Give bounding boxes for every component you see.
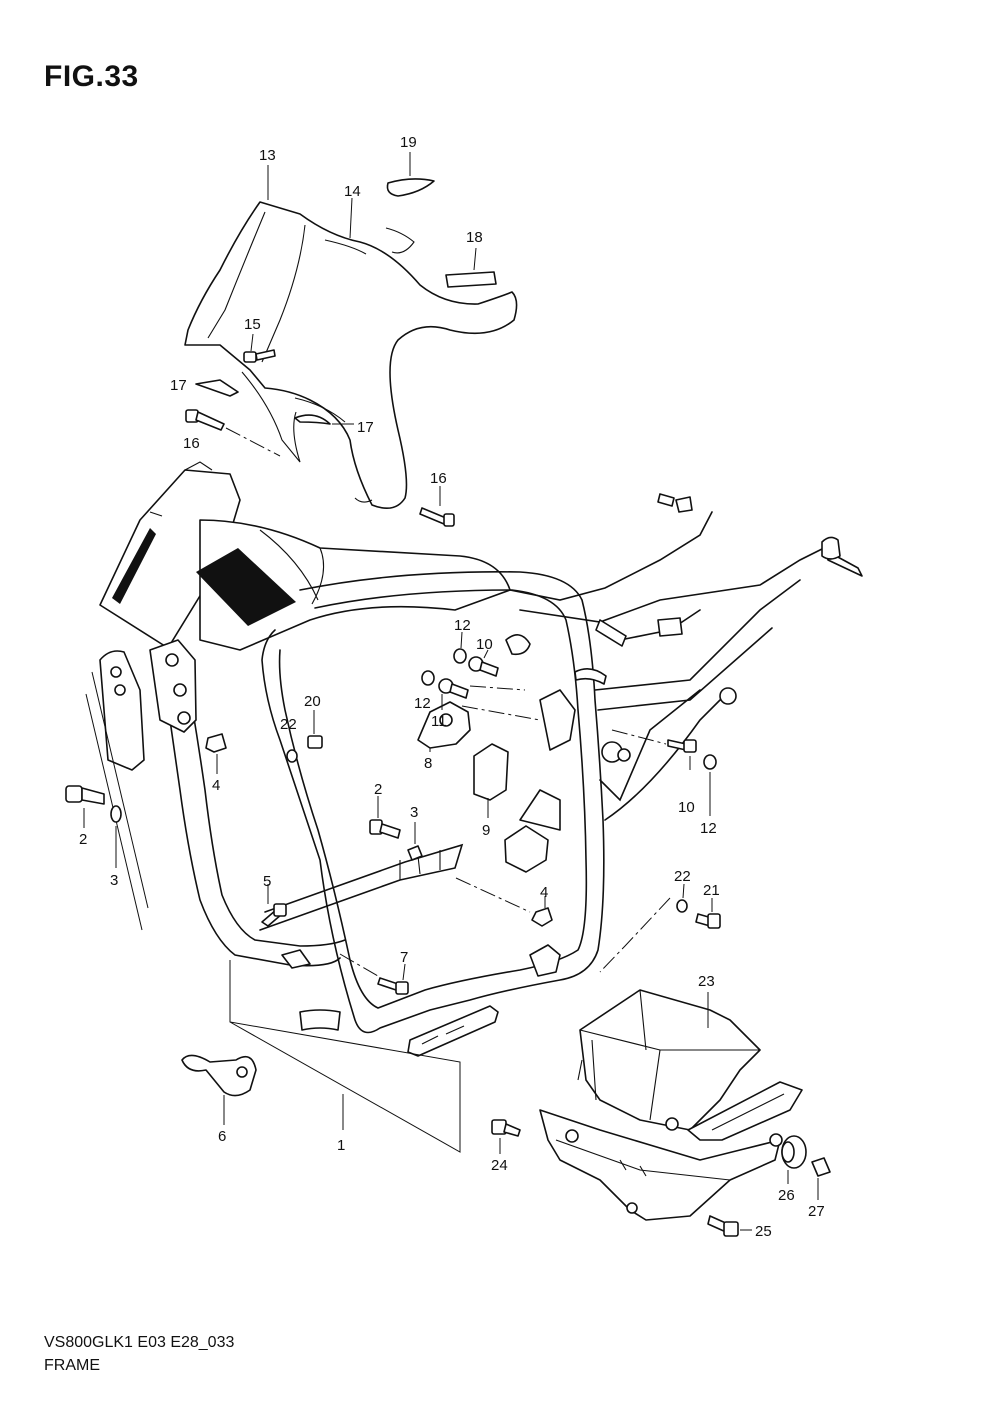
part-19-emblem [386,152,435,197]
callout-4b: 4 [540,884,548,901]
part-17-clip-b [294,414,354,425]
part-4-nut-center [455,877,553,927]
part-12-nut-c [703,754,717,816]
callout-23: 23 [698,973,715,990]
callout-3b: 3 [410,804,418,821]
callout-22a: 22 [280,716,297,733]
part-2-bolt-center [369,796,401,839]
part-17-clip-a [195,379,239,397]
callout-16a: 16 [183,435,200,452]
part-22-washer-a [286,749,298,763]
callout-11: 11 [431,713,447,730]
figure-title: FIG.33 [44,60,139,93]
callout-26: 26 [778,1187,795,1204]
callout-27: 27 [808,1203,825,1220]
part-4-nut-left [205,733,227,774]
callout-12c: 12 [700,820,717,837]
part-22-washer-b [676,883,688,913]
part-25-bolt [707,1215,752,1237]
part-5-bolt [261,884,287,927]
callout-6: 6 [218,1128,226,1145]
callout-1: 1 [337,1137,345,1154]
part-21-bolt [599,897,721,973]
part-24-bolt [491,1119,521,1154]
callout-9: 9 [482,822,490,839]
part-7-bolt [339,953,409,995]
part-26-cushion [781,1135,807,1184]
part-8-bracket [417,701,471,752]
callout-22b: 22 [674,868,691,885]
callout-3a: 3 [110,872,118,889]
part-2-bolt-left [65,785,105,828]
part-engine-bracket-left [85,650,149,931]
footer: VS800GLK1 E03 E28_033 FRAME [44,1331,234,1377]
part-10-bolt-a [468,649,499,677]
callout-14: 14 [344,183,361,200]
callout-16b: 16 [430,470,447,487]
callout-2a: 2 [79,831,87,848]
callout-4a: 4 [212,777,220,794]
part-12-nut-b [421,670,435,686]
callout-7: 7 [400,949,408,966]
callout-10a: 10 [476,636,493,653]
callout-17a: 17 [170,377,187,394]
part-18-plate [445,247,497,288]
callout-12b: 12 [414,695,431,712]
callout-2b: 2 [374,781,382,798]
callout-19: 19 [400,134,417,151]
callout-18: 18 [466,229,483,246]
part-20-bolt [307,710,323,749]
section-name: FRAME [44,1357,100,1374]
part-15-screw [243,333,276,363]
part-23-battery-holder [539,989,803,1221]
callout-15: 15 [244,316,261,333]
part-3-washer-center [407,822,423,861]
part-10-bolt-b [611,729,697,770]
part-16-bolt-a [185,409,281,457]
callout-13: 13 [259,147,276,164]
callout-10b: 10 [678,799,695,816]
callout-12a: 12 [454,617,471,634]
part-16-bolt-b [419,486,455,527]
part-9-bracket [473,743,509,818]
part-27-collar [811,1157,831,1200]
callout-8: 8 [424,755,432,772]
part-6-bracket [181,1054,257,1125]
part-11-lines [461,685,541,721]
callout-17b: 17 [357,419,374,436]
callout-25: 25 [755,1223,772,1240]
callout-24: 24 [491,1157,508,1174]
part-13-14-head-cover [184,165,518,510]
part-11-bolt [438,678,469,710]
callout-20: 20 [304,693,321,710]
part-1-main-frame [99,461,863,1153]
part-3-washer-left [110,805,122,868]
part-12-nut-a [453,631,467,664]
callout-5: 5 [263,873,271,890]
callout-21: 21 [703,882,720,899]
model-code: VS800GLK1 E03 E28_033 [44,1334,235,1351]
